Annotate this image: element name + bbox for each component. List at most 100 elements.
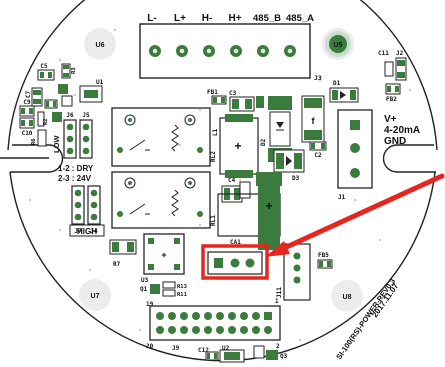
svg-text:f: f [312, 116, 316, 126]
svg-text:J3: J3 [314, 74, 322, 82]
svg-text:RL1: RL1 [210, 215, 217, 226]
header-pin [228, 312, 236, 320]
q1-r13-r11: Q1 R13 R11 [140, 281, 188, 298]
header-pin [228, 326, 236, 334]
svg-text:U1: U1 [96, 79, 104, 86]
svg-text:J6: J6 [66, 112, 74, 119]
svg-text:J2: J2 [396, 50, 404, 57]
diode-d3: D3 [273, 149, 305, 182]
svg-text:Q3: Q3 [280, 353, 288, 360]
svg-text:J9: J9 [172, 345, 180, 352]
header-pin [264, 312, 272, 320]
label-l-plus: L+ [174, 13, 186, 24]
svg-text:J11: J11 [276, 287, 283, 298]
header-pin [252, 326, 260, 334]
label-l-minus: L- [147, 13, 156, 24]
svg-text:R3: R3 [71, 67, 77, 74]
svg-text:R2: R2 [43, 118, 49, 125]
svg-text:D1: D1 [333, 80, 341, 87]
svg-text:D2: D2 [260, 138, 267, 146]
svg-text:U6: U6 [96, 42, 105, 49]
jumper-j6-j5: J6 J5 LOW [52, 112, 93, 159]
resistor-r7: R7 [109, 239, 137, 268]
svg-text:R13: R13 [177, 284, 187, 290]
relay-rl1: RL1 [111, 171, 217, 229]
svg-text:C7: C7 [25, 90, 32, 98]
fb1-c3: FB1 C3 [207, 89, 264, 112]
svg-text:+: + [265, 199, 272, 213]
label-485-a: 485_A [286, 13, 314, 24]
label-4-20ma: 4-20mA [384, 125, 420, 136]
header-pin [204, 312, 212, 320]
svg-text:2: 2 [276, 343, 280, 350]
label-v-plus: V+ [384, 114, 397, 125]
svg-text:J1: J1 [338, 194, 346, 201]
jumper-j7-j4: J7 J4 HIGH [69, 185, 105, 237]
c11-j2-fb2: C11 J2 FB2 [378, 50, 407, 103]
mount-hole-u7: U7 [79, 279, 111, 311]
svg-text:C11: C11 [378, 50, 389, 57]
svg-text:RL2: RL2 [210, 151, 217, 162]
highlighted-connector [207, 251, 263, 275]
fb5: FB5 [317, 252, 333, 269]
diode-d1: D1 [329, 80, 359, 103]
svg-text:U7: U7 [91, 293, 100, 300]
mount-hole-u5: U5 [322, 28, 354, 60]
svg-text:U3: U3 [141, 277, 149, 284]
header-pin [204, 326, 212, 334]
label-485-b: 485_B [253, 13, 281, 24]
header-pin [156, 312, 164, 320]
svg-text:J7: J7 [74, 228, 82, 235]
svg-text:FB1: FB1 [207, 89, 218, 96]
svg-text:C3: C3 [229, 90, 237, 97]
svg-text:1: 1 [275, 298, 279, 305]
terminal-j1: J1 [337, 109, 373, 201]
header-pin [168, 312, 176, 320]
label-gnd: GND [384, 136, 406, 147]
svg-text:C9: C9 [23, 99, 31, 106]
header-pin [156, 326, 164, 334]
header-pin [240, 312, 248, 320]
label-h-minus: H- [202, 13, 213, 24]
svg-text:C2: C2 [314, 152, 322, 159]
svg-text:C5: C5 [40, 63, 48, 70]
low-label: LOW [52, 135, 61, 153]
mount-hole-u8: U8 [331, 280, 363, 312]
capacitor-c4: C4 [221, 177, 251, 203]
svg-text:Q1: Q1 [140, 286, 148, 293]
inductor-l1: + L1 [212, 114, 259, 178]
dry-label: 1-2 : DRY [58, 164, 94, 173]
header-pin [180, 326, 188, 334]
transformer-u3: + U3 [141, 233, 185, 284]
svg-text:C12: C12 [198, 347, 209, 354]
terminal-j1-labels: V+ 4-20mA GND [384, 114, 420, 147]
label-h-plus: H+ [228, 13, 241, 24]
svg-text:R7: R7 [113, 261, 121, 268]
header-pin [216, 312, 224, 320]
svg-text:FB5: FB5 [318, 252, 329, 259]
svg-text:D3: D3 [292, 175, 300, 182]
red-highlight-box [201, 244, 269, 280]
header-pin [252, 312, 260, 320]
relay-rl2: RL2 [111, 107, 217, 167]
svg-text:+: + [234, 139, 241, 153]
svg-text:CA1: CA1 [230, 239, 241, 246]
capacitor-ca1: + CA1 [217, 172, 282, 250]
connector-labels: L- L+ H- H+ 485_B 485_A [147, 13, 314, 24]
header-j9: 19 1 20 2 J9 [146, 298, 281, 352]
header-pin [192, 326, 200, 334]
svg-text:U2: U2 [222, 345, 230, 352]
terminal-block-j3: J3 [139, 23, 322, 82]
svg-text:20: 20 [146, 343, 154, 350]
svg-text:FB2: FB2 [386, 96, 397, 103]
svg-text:J5: J5 [82, 112, 90, 119]
header-pin [264, 326, 272, 334]
high-label: HIGH [77, 227, 97, 236]
bottom-row-parts: C12 U2 Q3 [198, 345, 288, 363]
svg-text:C4: C4 [228, 177, 236, 184]
svg-text:U5: U5 [334, 42, 343, 49]
red-arrow [265, 173, 445, 257]
header-pin [192, 312, 200, 320]
24v-label: 2-3 : 24V [58, 174, 92, 183]
